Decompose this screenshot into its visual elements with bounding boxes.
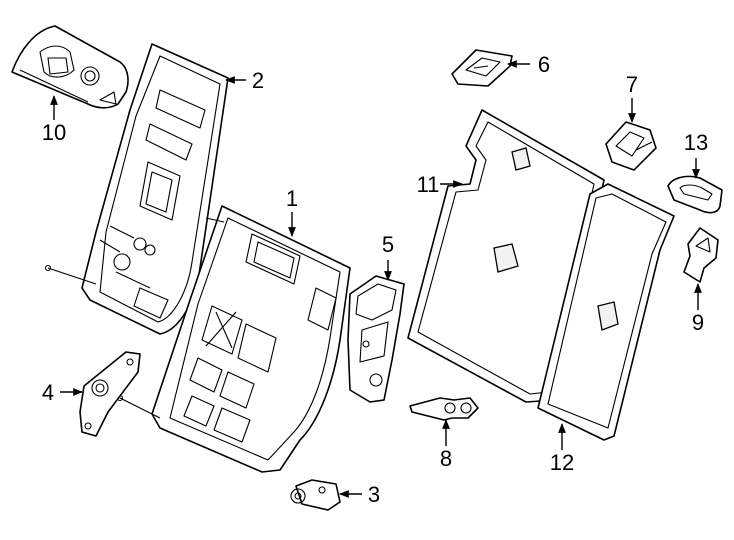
callout-13: 13: [684, 130, 708, 155]
part-5-latch-housing: [347, 275, 405, 403]
part-12-back-panel-right: [537, 183, 675, 441]
leader-lines: [50, 60, 702, 498]
callout-6: 6: [538, 52, 550, 77]
callout-10: 10: [42, 120, 66, 145]
callout-9: 9: [692, 310, 704, 335]
part-2-seatback-frame-upper: [44, 43, 229, 335]
callout-1: 1: [286, 186, 298, 211]
callout-labels: 1 2 3 4 5 6 7 8 9 10 11 12 13: [42, 52, 708, 507]
part-4-hinge-bracket: [79, 351, 141, 437]
callout-4: 4: [42, 380, 54, 405]
part-13-trim-ring: [667, 175, 723, 214]
part-8-bracket: [409, 397, 479, 421]
callout-8: 8: [440, 446, 452, 471]
part-7-bezel: [605, 121, 657, 171]
part-9-clip: [683, 227, 719, 283]
part-6-cap: [451, 49, 513, 87]
callout-5: 5: [382, 232, 394, 257]
part-3-bracket: [290, 479, 341, 511]
callout-11: 11: [417, 172, 440, 197]
part-10-trim-cover: [11, 25, 129, 109]
callout-2: 2: [252, 68, 264, 93]
part-1-seatback-frame-lower: [116, 205, 351, 473]
callout-3: 3: [368, 482, 380, 507]
callout-12: 12: [550, 450, 574, 475]
callout-7: 7: [626, 72, 638, 97]
